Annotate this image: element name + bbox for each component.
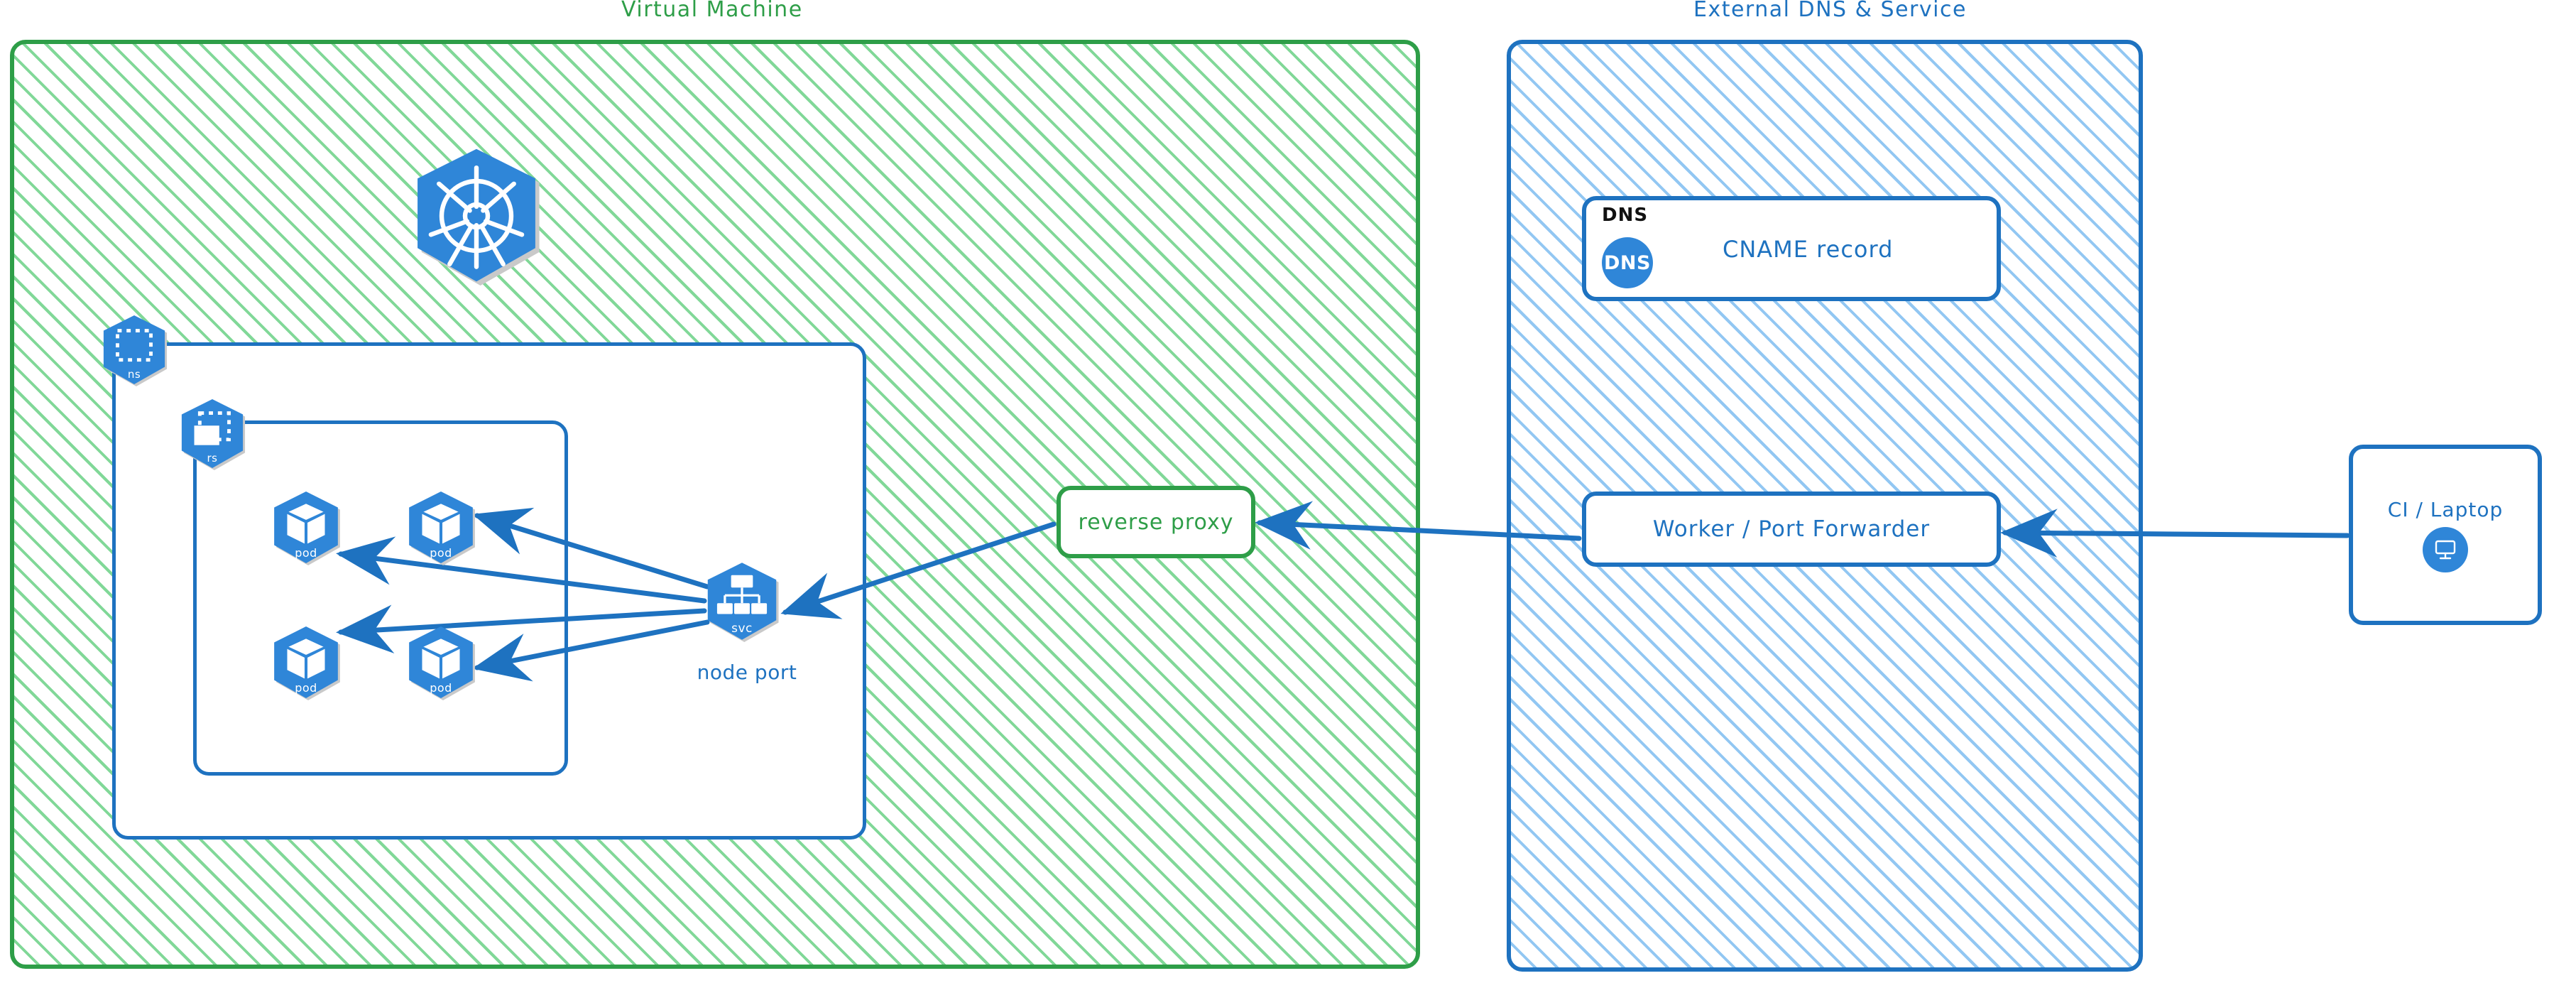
replicaset-icon: rs <box>178 398 247 470</box>
replicaset-boundary-box <box>193 420 568 776</box>
pod-icon-4: pod <box>405 625 477 700</box>
pod-icon-caption-2: pod <box>430 545 452 560</box>
dns-record-box[interactable]: DNS DNS CNAME record <box>1582 196 2001 301</box>
kubernetes-helm-icon <box>409 146 544 286</box>
pod-icon-3: pod <box>270 625 342 700</box>
group-virtual-machine-title: Virtual Machine <box>621 0 803 22</box>
pod-icon-2: pod <box>405 490 477 565</box>
pod-icon-1: pod <box>270 490 342 565</box>
group-external-dns-service-title: External DNS & Service <box>1693 0 1967 22</box>
ci-laptop-label: CI / Laptop <box>2387 497 2504 521</box>
dns-badge-icon: DNS <box>1602 237 1653 288</box>
worker-port-forwarder-label: Worker / Port Forwarder <box>1652 516 1931 542</box>
pod-icon-caption-1: pod <box>295 545 317 560</box>
ci-laptop-box[interactable]: CI / Laptop <box>2349 445 2542 625</box>
service-icon: svc <box>703 561 781 642</box>
cname-record-label: CNAME record <box>1723 236 1894 263</box>
node-port-label: node port <box>697 661 797 684</box>
desktop-monitor-icon <box>2423 526 2468 572</box>
namespace-icon: ns <box>99 314 169 386</box>
reverse-proxy-box[interactable]: reverse proxy <box>1057 486 1255 558</box>
reverse-proxy-label: reverse proxy <box>1078 509 1234 535</box>
worker-port-forwarder-box[interactable]: Worker / Port Forwarder <box>1582 492 2001 567</box>
service-icon-caption: svc <box>731 621 753 636</box>
pod-icon-caption-4: pod <box>430 680 452 695</box>
pod-icon-caption-3: pod <box>295 680 317 695</box>
namespace-icon-caption: ns <box>127 367 141 381</box>
dns-corner-label: DNS <box>1602 205 1649 226</box>
replicaset-icon-caption: rs <box>207 451 218 465</box>
